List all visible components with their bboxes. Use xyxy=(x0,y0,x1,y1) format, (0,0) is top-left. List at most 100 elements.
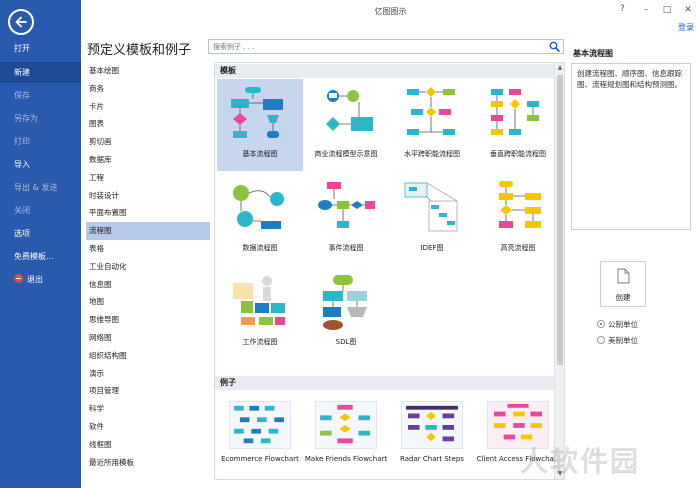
radio-icon[interactable] xyxy=(597,336,605,344)
template-dataflow[interactable]: 数据流程图 xyxy=(217,173,303,265)
category-item[interactable]: 组织结构图 xyxy=(89,350,127,360)
scroll-up-icon[interactable]: ▲ xyxy=(557,64,563,71)
category-item[interactable]: 软件 xyxy=(89,421,104,431)
category-item[interactable]: 地图 xyxy=(89,297,104,307)
help-icon[interactable]: ? xyxy=(620,4,625,14)
template-workflow[interactable]: 工作流程图 xyxy=(217,267,303,359)
category-item[interactable]: 科学 xyxy=(89,404,104,414)
examples-section-header: 例子 xyxy=(215,376,555,390)
template-bpmn[interactable]: 商业流程模型示意图 xyxy=(303,79,389,171)
category-item[interactable]: 线框图 xyxy=(89,439,112,449)
category-item[interactable]: 商务 xyxy=(89,83,104,93)
radio-icon[interactable] xyxy=(597,320,605,328)
app-title: 亿图图示 xyxy=(374,7,407,16)
back-button[interactable] xyxy=(8,9,34,35)
templates-section-header: 模板 xyxy=(215,64,555,78)
example-label: Radar Chart Steps xyxy=(400,455,464,463)
unit-us-label: 美制单位 xyxy=(608,336,638,345)
category-item[interactable]: 网络图 xyxy=(89,332,112,342)
detail-title: 基本流程图 xyxy=(573,49,613,58)
example-ecommerce-flowchart[interactable]: Ecommerce Flowchart xyxy=(217,397,303,475)
search-icon[interactable] xyxy=(549,41,560,52)
ecommerce-thumb-icon xyxy=(234,405,284,444)
unit-metric-label: 公制单位 xyxy=(608,320,638,329)
page-title: 预定义模板和例子 xyxy=(87,43,192,58)
search-input[interactable] xyxy=(209,40,539,53)
category-item[interactable]: 剪切画 xyxy=(89,137,112,147)
category-item[interactable]: 最近所用模板 xyxy=(89,457,134,467)
gallery-scrollbar[interactable]: ▲ ▼ xyxy=(554,63,564,479)
backstage-sidebar: 打开 新建 保存 另存为 打印 导入 导出 & 发送 关闭 选项 免费模板...… xyxy=(0,0,81,488)
template-gallery: 模板 基本流程图 商业流程模型示意图 xyxy=(214,62,565,480)
nav-save-as[interactable]: 另存为 xyxy=(14,114,38,123)
category-item[interactable]: 思维导图 xyxy=(89,315,119,325)
category-item[interactable]: 卡片 xyxy=(89,101,104,111)
example-client-access-flowchart[interactable]: Client Access Flowchart xyxy=(475,397,561,475)
category-item[interactable]: 时装设计 xyxy=(89,190,119,200)
make-friends-thumb-icon xyxy=(320,404,370,444)
search-box xyxy=(208,39,564,54)
scroll-down-icon[interactable]: ▼ xyxy=(557,470,563,477)
nav-new[interactable]: 新建 xyxy=(0,62,81,83)
example-label: Ecommerce Flowchart xyxy=(221,455,299,463)
unit-us-option[interactable]: 美制单位 xyxy=(597,335,638,347)
template-basic-flowchart[interactable]: 基本流程图 xyxy=(217,79,303,171)
idef-thumb-icon xyxy=(404,182,458,232)
category-item[interactable]: 图表 xyxy=(89,119,104,129)
maximize-icon[interactable]: □ xyxy=(662,5,672,15)
template-event-flow[interactable]: 事件流程图 xyxy=(303,173,389,265)
category-item[interactable]: 演示 xyxy=(89,368,104,378)
template-label: 高亮流程图 xyxy=(500,244,536,252)
scrollbar-thumb[interactable] xyxy=(557,75,563,365)
template-horizontal-crossfunction[interactable]: 水平跨职能流程图 xyxy=(389,79,475,171)
login-link[interactable]: 登录 xyxy=(678,23,694,32)
workflow-thumb-icon xyxy=(233,276,285,325)
watermark: 人软件园 xyxy=(520,445,641,478)
template-label: IDEF图 xyxy=(420,244,444,252)
unit-metric-option[interactable]: 公制单位 xyxy=(597,319,638,331)
nav-options[interactable]: 选项 xyxy=(14,229,30,238)
category-item-selected[interactable]: 流程图 xyxy=(86,222,210,240)
nav-close[interactable]: 关闭 xyxy=(14,206,30,215)
category-item[interactable]: 数据库 xyxy=(89,154,112,164)
category-item[interactable]: 项目管理 xyxy=(89,386,119,396)
exit-icon xyxy=(14,274,23,283)
client-access-thumb-icon xyxy=(488,402,548,448)
category-item[interactable]: 工程 xyxy=(89,172,104,182)
title-bar: 亿图图示 ? – □ ✕ 登录 xyxy=(81,0,700,32)
category-item[interactable]: 工业自动化 xyxy=(89,261,127,271)
basic-flowchart-thumb-icon xyxy=(231,87,283,138)
template-label: 工作流程图 xyxy=(242,338,278,346)
nav-exit[interactable]: 退出 xyxy=(0,269,81,290)
template-vertical-crossfunction[interactable]: 垂直跨职能流程图 xyxy=(475,79,561,171)
example-thumbnail xyxy=(487,401,549,449)
nav-free-templates[interactable]: 免费模板... xyxy=(14,252,54,261)
template-idef[interactable]: IDEF图 xyxy=(389,173,475,265)
template-label: 数据流程图 xyxy=(242,244,278,252)
create-button[interactable]: 创建 xyxy=(600,261,646,307)
template-highlight-flow[interactable]: 高亮流程图 xyxy=(475,173,561,265)
category-item[interactable]: 信息图 xyxy=(89,279,112,289)
nav-export-send[interactable]: 导出 & 发送 xyxy=(14,183,58,192)
new-document-icon xyxy=(617,268,630,284)
nav-open[interactable]: 打开 xyxy=(14,44,30,53)
sdl-thumb-icon xyxy=(323,275,367,330)
template-label: 基本流程图 xyxy=(242,150,278,158)
template-sdl[interactable]: SDL图 xyxy=(303,267,389,359)
category-item[interactable]: 表格 xyxy=(89,243,104,253)
highlight-flow-thumb-icon xyxy=(499,181,541,228)
nav-save[interactable]: 保存 xyxy=(14,91,30,100)
radar-steps-thumb-icon xyxy=(406,405,458,442)
minimize-icon[interactable]: – xyxy=(643,5,649,15)
horizontal-crossfunction-thumb-icon xyxy=(407,87,455,135)
example-radar-chart-steps[interactable]: Radar Chart Steps xyxy=(389,397,475,475)
example-make-friends-flowchart[interactable]: Make Friends Flowchart xyxy=(303,397,389,475)
nav-print[interactable]: 打印 xyxy=(14,137,30,146)
category-list: 基本绘图 商务 卡片 图表 剪切画 数据库 工程 时装设计 平面布置图 流程图 … xyxy=(86,62,210,480)
close-icon[interactable]: ✕ xyxy=(684,5,692,15)
category-item[interactable]: 基本绘图 xyxy=(89,66,119,75)
category-item[interactable]: 平面布置图 xyxy=(89,208,127,218)
dataflow-thumb-icon xyxy=(233,185,284,229)
nav-import[interactable]: 导入 xyxy=(14,160,30,169)
example-thumbnail xyxy=(315,401,377,449)
